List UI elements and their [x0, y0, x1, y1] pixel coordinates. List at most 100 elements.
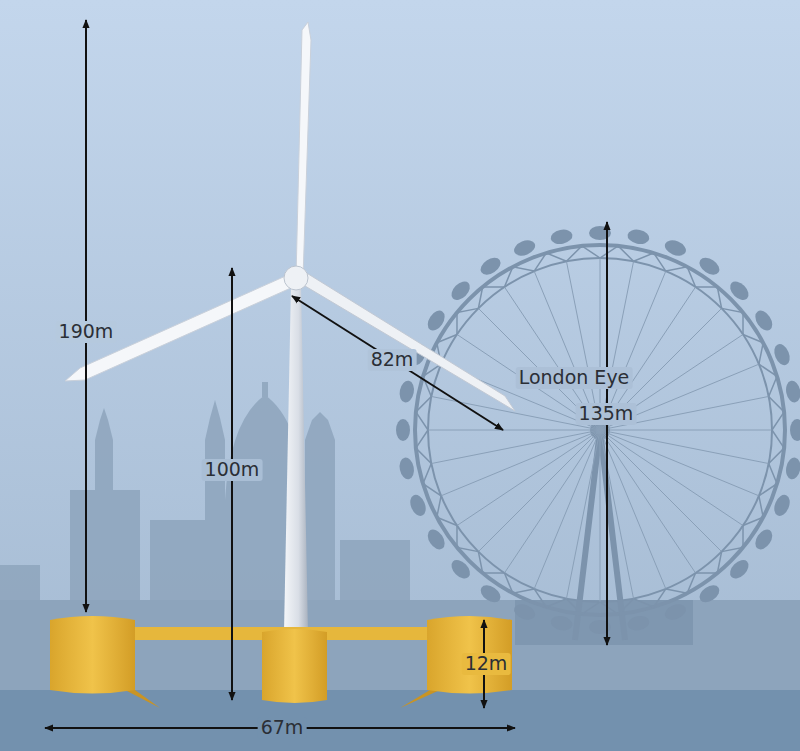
eye-spoke: [428, 430, 600, 431]
blade: [300, 272, 515, 411]
eye-capsule: [398, 456, 416, 480]
heave-plate: [400, 690, 440, 708]
city-skyline: [0, 382, 410, 600]
dimension-label: 100m: [202, 459, 263, 481]
eye-capsule: [424, 308, 448, 334]
eye-spoke: [478, 430, 600, 552]
tower: [284, 285, 308, 632]
eye-capsule: [663, 601, 689, 622]
eye-truss: [457, 308, 478, 334]
landmark-name: London Eye: [516, 367, 633, 389]
dimension-label: 82m: [368, 349, 417, 371]
eye-truss: [566, 246, 600, 261]
eye-spoke: [600, 430, 601, 602]
dimension-label: 190m: [56, 321, 117, 343]
eye-truss: [534, 589, 566, 607]
column: [427, 616, 512, 694]
eye-truss: [769, 430, 784, 464]
eye-truss: [743, 334, 763, 364]
eye-capsule: [478, 254, 504, 278]
dimension-line: [85, 20, 87, 612]
floating-platform: [50, 616, 512, 708]
eye-spoke: [600, 430, 772, 431]
eye-truss: [666, 267, 696, 287]
eye-capsule: [407, 493, 428, 519]
eye-truss: [696, 287, 722, 308]
eye-truss: [634, 253, 666, 271]
eye-capsule: [549, 614, 573, 632]
eye-capsule: [790, 419, 800, 441]
eye-capsule: [512, 601, 538, 622]
eye-capsule: [398, 379, 416, 403]
eye-capsule: [784, 379, 800, 403]
eye-truss: [478, 287, 504, 308]
eye-capsule: [626, 614, 650, 632]
eye-spoke: [600, 430, 759, 496]
eye-capsule: [771, 493, 792, 519]
eye-rim: [428, 258, 772, 602]
eye-truss: [722, 308, 743, 334]
eye-spoke: [600, 430, 722, 552]
eye-truss: [759, 464, 777, 496]
london-eye: [396, 226, 800, 640]
eye-truss: [600, 599, 634, 614]
eye-spoke: [600, 430, 634, 599]
heave-plate: [125, 690, 160, 708]
eye-capsule: [771, 342, 792, 368]
dimension-label: 12m: [462, 653, 511, 675]
eye-rim: [415, 245, 785, 615]
eye-truss: [769, 396, 784, 430]
eye-truss: [634, 589, 666, 607]
eye-capsule: [727, 557, 752, 582]
eye-spoke: [441, 430, 600, 496]
eye-truss: [457, 526, 478, 552]
eye-capsule: [696, 582, 722, 606]
eye-spoke: [534, 430, 600, 589]
eye-truss: [416, 430, 431, 464]
eye-truss: [566, 599, 600, 614]
lantern: [262, 382, 268, 397]
building: [0, 540, 410, 600]
column: [262, 629, 327, 703]
eye-capsule: [696, 254, 722, 278]
eye-truss: [759, 364, 777, 396]
eye-truss: [504, 267, 534, 287]
eye-truss: [423, 464, 441, 496]
eye-capsule: [784, 456, 800, 480]
eye-truss: [504, 573, 534, 593]
eye-capsule: [549, 228, 573, 246]
eye-capsule: [448, 278, 473, 303]
eye-truss: [416, 396, 431, 430]
dimension-line: [231, 268, 233, 700]
eye-truss: [437, 496, 457, 526]
dimension-label: 135m: [576, 403, 637, 425]
eye-spoke: [504, 430, 600, 573]
eye-capsule: [448, 557, 473, 582]
eye-spoke: [600, 430, 666, 589]
eye-capsule: [396, 419, 410, 441]
eye-capsule: [752, 526, 776, 552]
eye-capsule: [512, 237, 538, 258]
eye-truss: [743, 496, 763, 526]
eye-truss: [478, 552, 504, 573]
eye-capsule: [727, 278, 752, 303]
eye-support: [575, 430, 625, 640]
hub: [284, 266, 308, 290]
eye-capsule: [478, 582, 504, 606]
wind-turbine: [65, 22, 515, 632]
dimension-label: 67m: [258, 717, 307, 739]
eye-truss: [696, 552, 722, 573]
spire: [95, 408, 113, 600]
eye-spoke: [600, 430, 743, 526]
dimension-line: [606, 222, 608, 645]
eye-capsule: [626, 228, 650, 246]
dimension-line: [292, 296, 503, 430]
eye-truss: [534, 253, 566, 271]
eye-truss: [666, 573, 696, 593]
cathedral: [150, 395, 335, 600]
eye-capsule: [424, 526, 448, 552]
eye-truss: [600, 246, 634, 261]
